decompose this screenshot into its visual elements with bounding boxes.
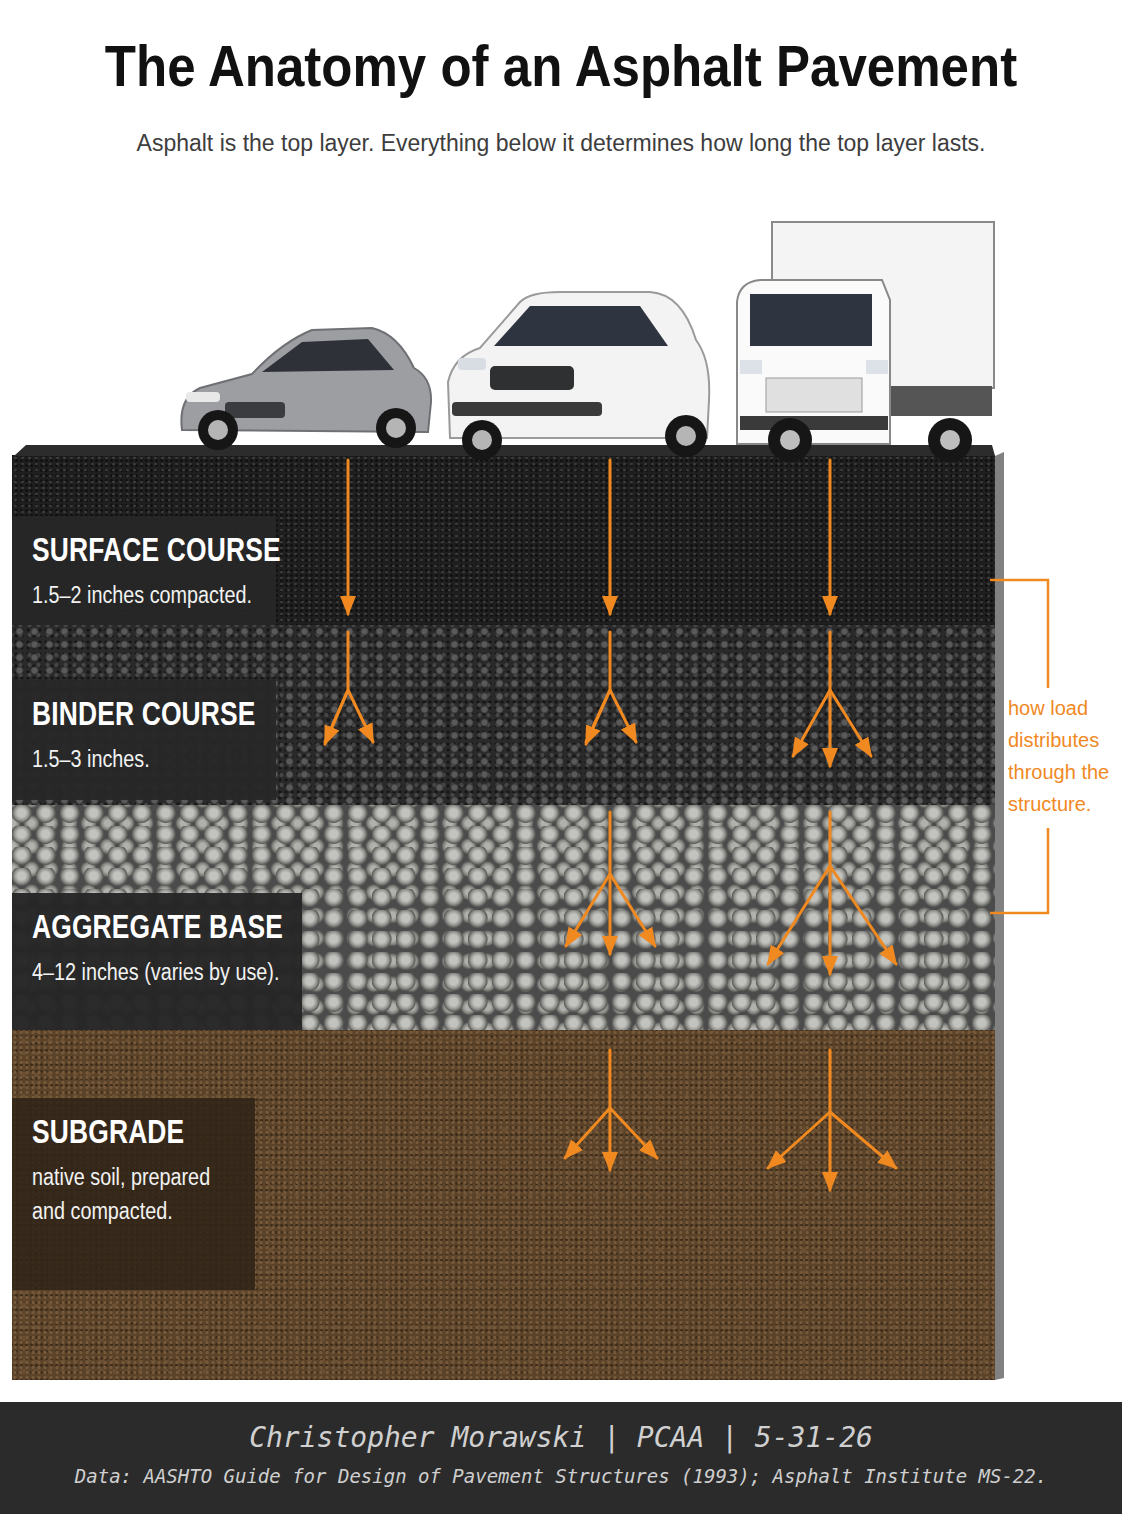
- truck-headlight: [866, 360, 888, 374]
- wheel-hub: [676, 426, 696, 446]
- wheel: [198, 410, 238, 450]
- sedan: [181, 328, 431, 450]
- sedan-body: [181, 328, 431, 432]
- layer-thickness: 1.5–3 inches.: [32, 742, 242, 776]
- layer-label-box: SUBGRADE native soil, prepared and compac…: [12, 1098, 255, 1290]
- slab-side-face: [995, 452, 1004, 1380]
- pavement-layer: SURFACE COURSE 1.5–2 inches compacted.: [12, 455, 995, 625]
- layer-label-box: SURFACE COURSE 1.5–2 inches compacted.: [12, 516, 276, 625]
- wheel-hub: [208, 420, 228, 440]
- layer-name: SUBGRADE: [32, 1112, 210, 1152]
- suv-window: [494, 306, 668, 346]
- wheel: [462, 420, 502, 460]
- wheel-hub: [780, 430, 800, 450]
- pavement-layer: BINDER COURSE 1.5–3 inches.: [12, 625, 995, 805]
- layer-name: BINDER COURSE: [32, 694, 227, 734]
- pavement-layer: SUBGRADE native soil, prepared and compac…: [12, 1030, 995, 1380]
- truck-chassis: [888, 386, 992, 416]
- suv-bumper: [452, 402, 602, 416]
- suv-headlight: [458, 358, 486, 370]
- layer-label-box: BINDER COURSE 1.5–3 inches.: [12, 680, 276, 800]
- box-truck: [737, 222, 994, 462]
- truck-headlight: [740, 360, 762, 374]
- truck-bumper: [740, 416, 888, 430]
- wheel-hub: [472, 430, 492, 450]
- bracket-note: how load distributes through the structu…: [1008, 692, 1122, 820]
- wheel: [376, 408, 416, 448]
- suv-body: [448, 292, 709, 438]
- layer-thickness: 4–12 inches (varies by use).: [32, 955, 264, 989]
- layer-name: SURFACE COURSE: [32, 530, 227, 570]
- layer-name: AGGREGATE BASE: [32, 907, 248, 947]
- layer-label-box: AGGREGATE BASE 4–12 inches (varies by use…: [12, 893, 302, 1030]
- pavement-layer: AGGREGATE BASE 4–12 inches (varies by use…: [12, 805, 995, 1030]
- sedan-headlight: [186, 392, 220, 402]
- truck-cab: [737, 280, 890, 444]
- title: The Anatomy of an Asphalt Pavement: [67, 26, 1054, 106]
- layer-thickness: 1.5–2 inches compacted.: [32, 578, 242, 612]
- footer-band: [0, 1402, 1122, 1514]
- credit-line: Christopher Morawski | PCAA | 5-31-26: [0, 1418, 1122, 1458]
- source-line: Data: AASHTO Guide for Design of Pavemen…: [0, 1462, 1122, 1490]
- wheel-hub: [940, 430, 960, 450]
- suv-grille: [490, 366, 574, 390]
- sedan-grille: [225, 402, 285, 418]
- truck-box: [772, 222, 994, 388]
- truck-grille: [766, 378, 862, 412]
- suv: [448, 292, 709, 460]
- sedan-window: [262, 339, 394, 372]
- wheel-hub: [386, 418, 406, 438]
- subtitle: Asphalt is the top layer. Everything bel…: [0, 126, 1122, 160]
- truck-windshield: [750, 294, 872, 346]
- wheel: [665, 415, 707, 457]
- layer-thickness: native soil, prepared and compacted.: [32, 1160, 247, 1228]
